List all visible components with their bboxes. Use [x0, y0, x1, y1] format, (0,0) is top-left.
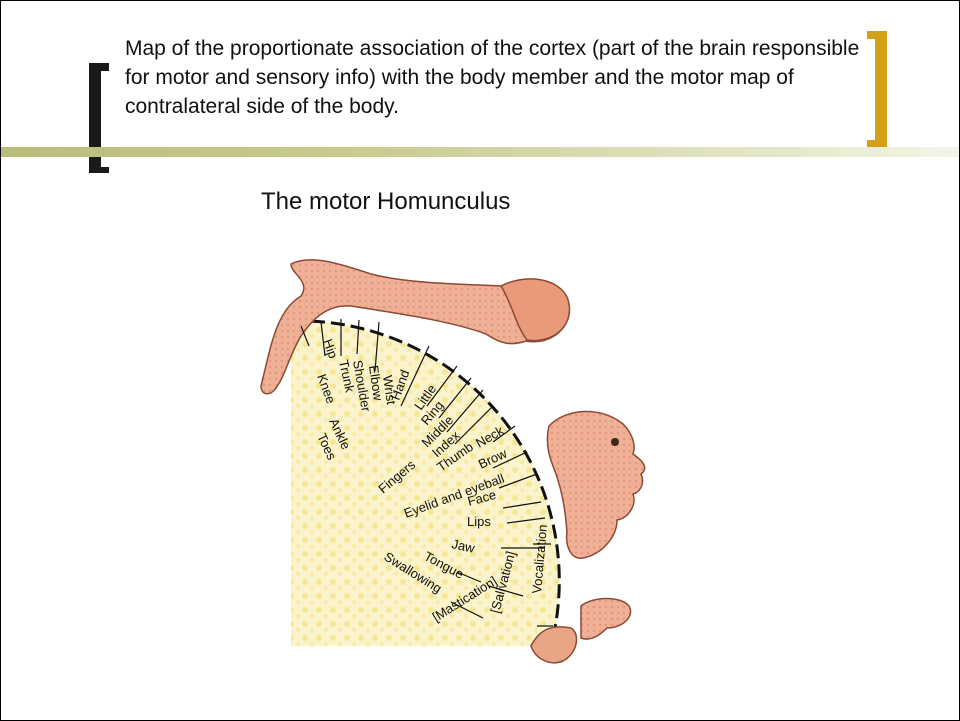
right-bracket-decoration	[875, 31, 887, 148]
motor-homunculus-diagram: Hip Knee Ankle Toes Trunk Shoulder Elbow…	[231, 256, 691, 686]
figure-title: The motor Homunculus	[261, 188, 510, 216]
face-body-part	[547, 411, 644, 558]
left-bracket-top	[89, 63, 109, 71]
tongue-body-part	[581, 599, 631, 640]
cortex-region	[291, 321, 559, 646]
right-bracket-top	[867, 31, 887, 39]
slide-caption: Map of the proportionate association of …	[125, 34, 865, 121]
eye-mark	[611, 438, 619, 446]
label-lips: Lips	[467, 514, 491, 529]
title-divider-band	[1, 147, 959, 157]
left-bracket-bottom	[89, 167, 109, 173]
